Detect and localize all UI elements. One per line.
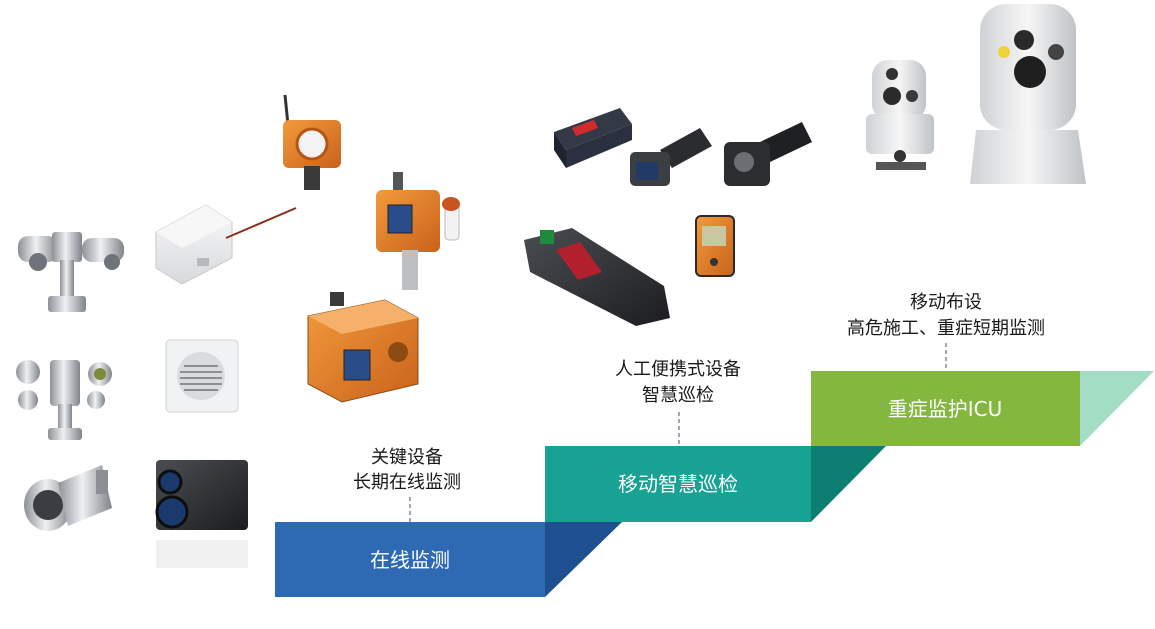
step2-caption-line1: 人工便携式设备 [615, 359, 741, 380]
step2-caption-line2: 智慧巡检 [642, 385, 714, 406]
junction-box-icon [155, 204, 297, 285]
bullet-camera-icon [24, 465, 112, 531]
flashlight-camera-icon [630, 128, 712, 186]
gas-detector-antenna-icon [283, 94, 341, 190]
step1-fold [545, 522, 622, 597]
portable-gas-analyzer-icon [524, 228, 670, 326]
step3-caption-line2: 高危施工、重症短期监测 [847, 318, 1045, 339]
step2-bar [545, 446, 811, 522]
step1-caption-line2: 长期在线监测 [353, 472, 461, 493]
step-online-monitoring: 在线监测 关键设备 长期在线监测 [275, 447, 622, 597]
handheld-meter-icon [554, 108, 632, 168]
speaker-icon [165, 339, 239, 413]
step1-caption-line1: 关键设备 [371, 447, 443, 468]
multi-lens-camera-icon [16, 360, 112, 440]
dome-ptz-large-icon [970, 4, 1086, 184]
ptz-camera-icon [18, 232, 124, 312]
pocket-detector-icon [695, 215, 735, 277]
step-icu: 重症监护ICU 移动布设 高危施工、重症短期监测 [811, 292, 1154, 446]
step3-bar-label: 重症监护ICU [888, 397, 1003, 421]
step3-caption-line1: 移动布设 [910, 292, 982, 313]
explosion-proof-box-icon [307, 292, 419, 403]
inspection-torch-icon [724, 122, 812, 186]
step2-bar-label: 移动智慧巡检 [618, 472, 738, 496]
gas-transmitter-icon [376, 172, 460, 290]
dome-ptz-small-icon [866, 60, 934, 170]
step3-bar [811, 371, 1080, 446]
step-mobile-inspection: 移动智慧巡检 人工便携式设备 智慧巡检 [545, 359, 886, 522]
thermal-camera-icon [155, 460, 248, 568]
step3-fold [1080, 371, 1154, 446]
step1-bar-label: 在线监测 [370, 548, 450, 572]
step1-bar [275, 522, 545, 597]
step2-fold [811, 446, 886, 522]
